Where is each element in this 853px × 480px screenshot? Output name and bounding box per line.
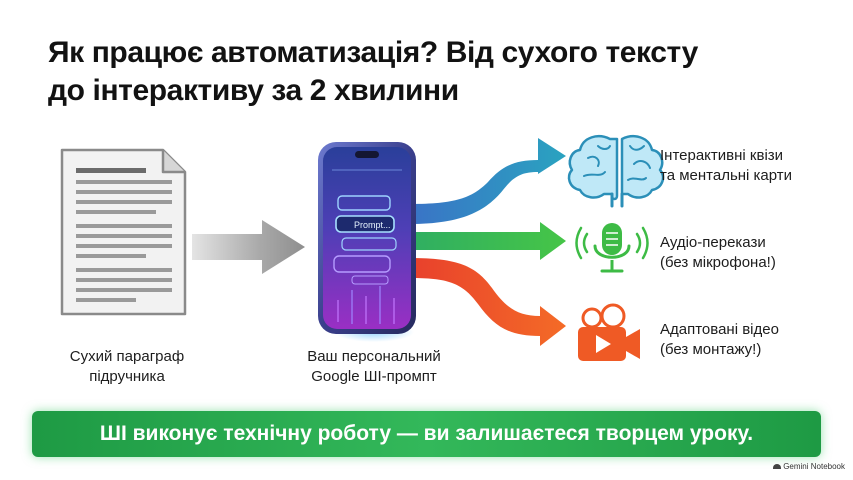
flow-arrow-audio	[410, 222, 566, 260]
output-label-video-line-1: Адаптовані відео	[660, 321, 779, 338]
input-caption-line-2: підручника	[89, 368, 165, 385]
output-label-video: Адаптовані відео (без монтажу!)	[660, 320, 779, 360]
processor-caption-line-1: Ваш персональний	[307, 348, 441, 365]
watermark-text: Gemini Notebook	[783, 462, 845, 471]
processor-caption-line-2: Google ШІ-промпт	[311, 368, 437, 385]
title-line-1: Як працює автоматизація? Від сухого текс…	[48, 36, 698, 69]
video-camera-icon	[578, 303, 640, 361]
output-label-audio-line-1: Аудіо-перекази	[660, 234, 766, 251]
output-label-quizzes-line-2: та ментальні карти	[660, 167, 793, 184]
processor-caption: Ваш персональний Google ШІ-промпт	[284, 347, 464, 387]
input-caption-line-1: Сухий параграф	[69, 348, 185, 365]
flow-arrow-quizzes	[410, 138, 566, 224]
output-label-video-line-2: (без монтажу!)	[660, 341, 762, 358]
output-label-quizzes-line-1: Інтерактивні квізи	[660, 147, 784, 164]
document-icon	[60, 148, 187, 316]
microphone-icon	[575, 223, 649, 273]
title-line-2: до інтерактиву за 2 хвилини	[48, 74, 459, 107]
input-arrow	[192, 220, 305, 274]
slide-title: Як працює автоматизація? Від сухого текс…	[48, 34, 828, 110]
notebook-logo-icon	[773, 464, 782, 470]
brain-icon	[567, 135, 665, 208]
phone-prompt-text: Prompt...	[354, 220, 391, 230]
output-flows	[410, 138, 566, 346]
smartphone-icon	[318, 142, 416, 342]
output-label-audio: Аудіо-перекази (без мікрофона!)	[660, 233, 776, 273]
flow-arrow-video	[410, 258, 566, 346]
summary-banner: ШІ виконує технічну роботу — ви залишаєт…	[32, 411, 821, 457]
output-label-quizzes: Інтерактивні квізи та ментальні карти	[660, 146, 792, 186]
watermark: Gemini Notebook	[773, 462, 845, 471]
input-caption: Сухий параграф підручника	[52, 347, 202, 387]
output-label-audio-line-2: (без мікрофона!)	[660, 254, 776, 271]
